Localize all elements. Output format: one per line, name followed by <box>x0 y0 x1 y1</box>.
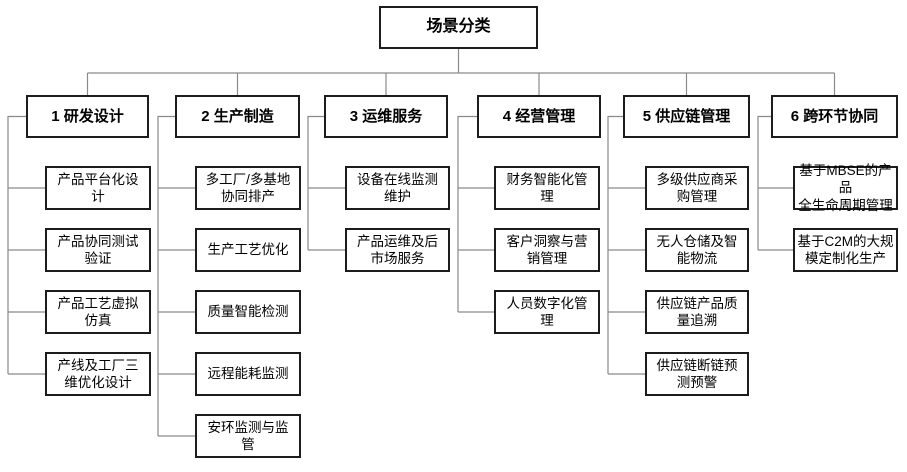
root-node: 场景分类 <box>379 6 538 49</box>
child-node: 安环监测与监 管 <box>195 414 301 458</box>
child-node: 产线及工厂三 维优化设计 <box>45 352 151 396</box>
child-node: 多级供应商采 购管理 <box>645 166 749 210</box>
child-node: 产品协同测试 验证 <box>45 228 151 272</box>
child-node: 无人仓储及智 能物流 <box>645 228 749 272</box>
child-node: 质量智能检测 <box>195 290 301 334</box>
child-node: 多工厂/多基地 协同排产 <box>195 166 301 210</box>
child-node: 供应链断链预 测预警 <box>645 352 749 396</box>
column-header: 4 经营管理 <box>477 95 601 138</box>
child-node: 设备在线监测 维护 <box>345 166 450 210</box>
child-node: 生产工艺优化 <box>195 228 301 272</box>
child-node: 人员数字化管 理 <box>494 290 600 334</box>
child-node: 财务智能化管 理 <box>494 166 600 210</box>
child-node: 远程能耗监测 <box>195 352 301 396</box>
child-node: 产品工艺虚拟 仿真 <box>45 290 151 334</box>
child-node: 产品运维及后 市场服务 <box>345 228 450 272</box>
column-header: 5 供应链管理 <box>623 95 750 138</box>
column-header: 3 运维服务 <box>324 95 448 138</box>
child-node: 产品平台化设 计 <box>45 166 151 210</box>
child-node: 基于C2M的大规 模定制化生产 <box>793 228 898 272</box>
column-header: 6 跨环节协同 <box>771 95 898 138</box>
column-header: 1 研发设计 <box>26 95 149 138</box>
child-node: 基于MBSE的产品 全生命周期管理 <box>793 163 898 213</box>
child-node: 客户洞察与营 销管理 <box>494 228 600 272</box>
column-header: 2 生产制造 <box>175 95 300 138</box>
child-node: 供应链产品质 量追溯 <box>645 290 749 334</box>
